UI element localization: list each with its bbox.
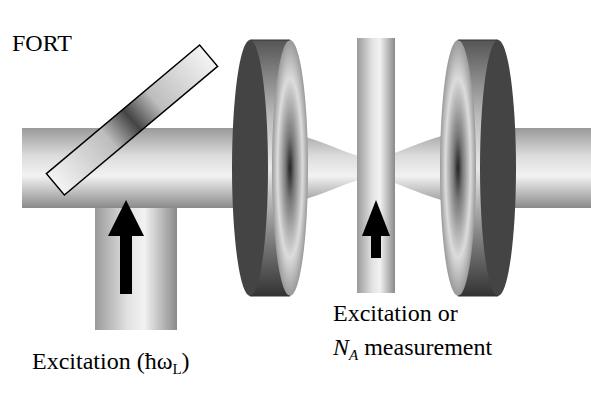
text-label: A	[349, 347, 358, 363]
label-line: NAmeasurement	[333, 334, 492, 364]
text-label: )	[182, 348, 190, 374]
dichroic-mirror	[46, 45, 217, 195]
direction-arrow	[362, 200, 390, 258]
text-label: Excitation (ħω	[32, 348, 172, 374]
cavity-mirror	[232, 40, 308, 296]
label-line: FORT	[12, 30, 72, 56]
direction-arrow	[108, 200, 144, 294]
label-line: Excitation or	[333, 300, 458, 326]
cavity-mirror	[440, 40, 516, 296]
text-label: measurement	[364, 334, 492, 360]
text-label: FORT	[12, 30, 72, 56]
text-label: Excitation or	[333, 300, 458, 326]
probe-beam	[357, 38, 395, 293]
text-label: L	[172, 361, 181, 377]
text-label: N	[333, 334, 349, 360]
label-line: Excitation (ħωL)	[32, 348, 190, 378]
excitation-beam	[95, 190, 177, 330]
